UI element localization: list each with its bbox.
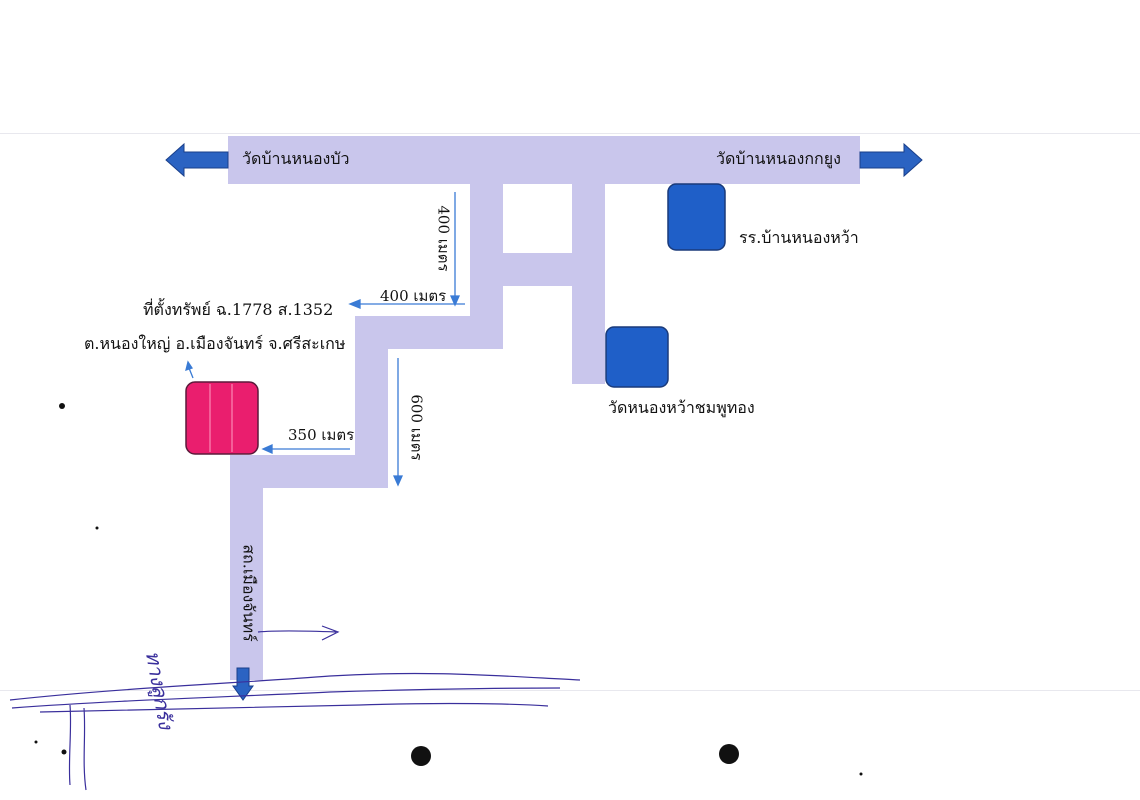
main-east-west-road (228, 136, 860, 184)
south-road-label: สถ.เมืองจันทร์ (239, 544, 259, 642)
north-vertical-distance: 400 เมตร (434, 205, 453, 272)
temple-label: วัดหนองหว้าชมพูทอง (608, 398, 755, 417)
lower-vertical-dimension (392, 358, 404, 487)
west-road-label: วัดบ้านหนองบัว (242, 149, 350, 168)
property-marker (185, 381, 259, 455)
east-road-label: วัดบ้านหนองกกยูง (716, 149, 841, 168)
punch-hole (411, 746, 431, 766)
ink-line-upper (9, 672, 581, 701)
ink-line-mid (11, 687, 561, 709)
connector-road (503, 253, 572, 286)
ink-post-right (83, 707, 87, 791)
school-marker (667, 183, 726, 251)
lower-vertical-distance: 600 เมตร (407, 394, 426, 461)
branch-road-right (572, 184, 605, 384)
speck (95, 526, 99, 530)
property-pointer (185, 360, 194, 379)
north-vertical-dimension (449, 192, 461, 307)
punch-hole (719, 744, 739, 764)
handwritten-marks (9, 625, 581, 791)
south-road (230, 455, 263, 680)
temple-marker (605, 326, 669, 388)
east-arrow-icon (859, 142, 923, 178)
ink-post-left (68, 704, 72, 786)
property-dimension (261, 443, 350, 455)
ink-arrow (257, 625, 340, 641)
paper-fold-line (0, 133, 1140, 134)
ink-line-lower (39, 702, 549, 713)
property-location: ต.หนองใหญ่ อ.เมืองจันทร์ จ.ศรีสะเกษ (84, 334, 346, 353)
west-arrow-icon (165, 142, 229, 178)
speck (859, 772, 863, 776)
school-label: รร.บ้านหนองหว้า (739, 228, 859, 247)
speck (34, 740, 38, 744)
south-arrow-icon (232, 667, 254, 701)
property-distance: 350 เมตร (288, 426, 355, 444)
road-network (228, 136, 860, 680)
upper-horizontal-distance: 400 เมตร (380, 287, 447, 305)
property-title: ที่ตั้งทรัพย์ ฉ.1778 ส.1352 (143, 300, 334, 319)
paper-fold-line (0, 690, 1140, 691)
speck (61, 749, 67, 755)
upper-horizontal-dimension (348, 299, 465, 309)
speck (59, 403, 65, 409)
